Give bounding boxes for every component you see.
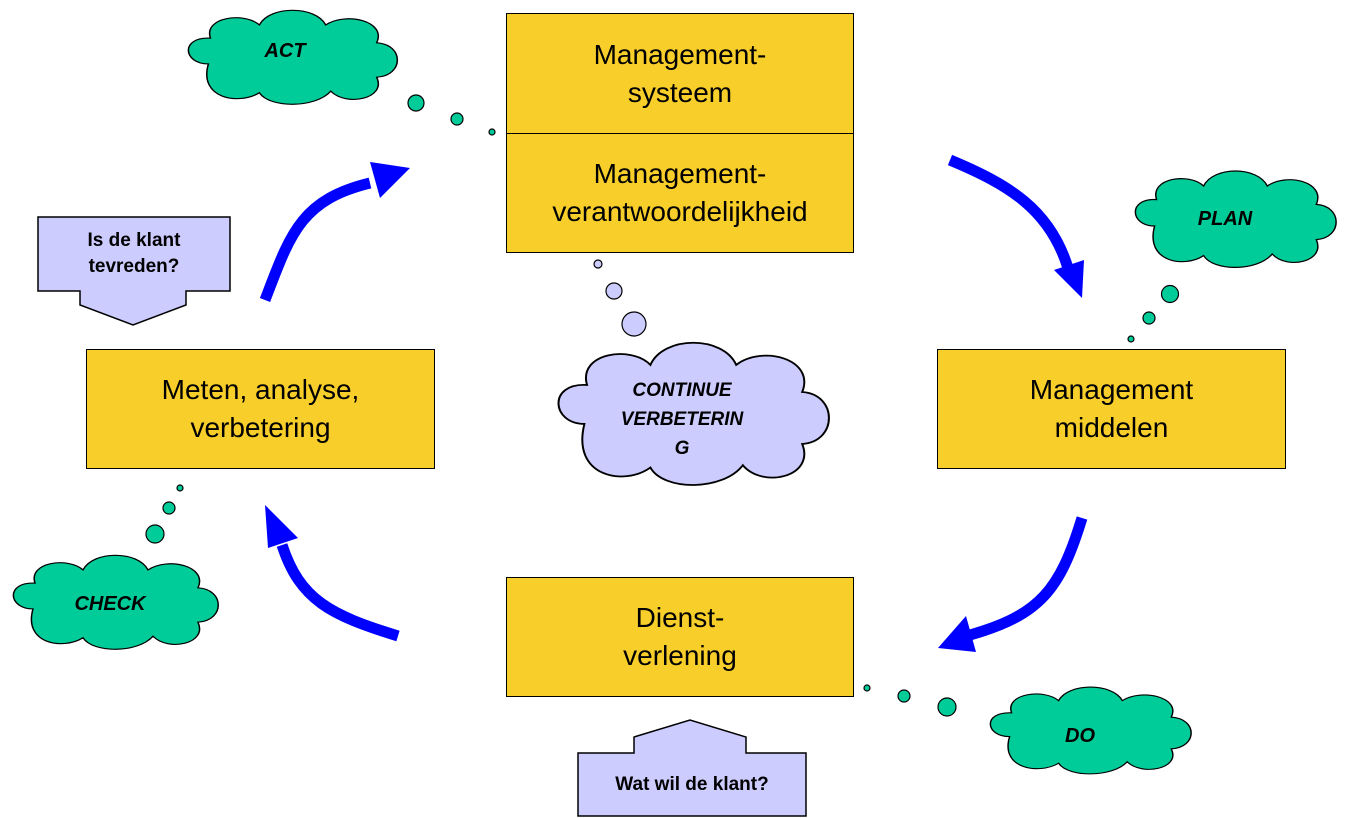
measure-analyse-improve-box: Meten, analyse, verbetering [86,349,435,469]
plan-thought-bubbles [1127,284,1180,343]
arrowhead-act-to-plan [1054,260,1084,298]
act-cloud-label: ACT [264,40,306,62]
arrow-plan-to-do [968,516,1088,641]
service-delivery-box: Dienst- verlening [506,577,854,697]
customer-wants-callout-shape [577,719,807,817]
arrowhead-plan-to-do [938,616,976,652]
management-system-label: Management- systeem [593,38,767,108]
do-thought-bubbles [863,684,957,717]
act-thought-bubbles [407,94,496,136]
do-cloud-label: DO [1065,725,1095,747]
measure-analyse-improve-label: Meten, analyse, verbetering [161,374,360,443]
customer-wants-text: Wat wil de klant? [580,755,804,814]
arrow-do-to-check [276,543,400,642]
management-resources-box: Management middelen [937,349,1286,469]
arrowhead-check-to-act [370,162,410,198]
service-delivery-label: Dienst- verlening [623,602,737,671]
management-system-box: Management- systeem [506,13,854,134]
management-resources-label: Management middelen [1029,374,1194,443]
plan-cloud-label: PLAN [1197,208,1253,230]
customer-wants-label: Wat wil de klant? [615,773,769,795]
customer-satisfied-label: Is de klant tevreden? [87,230,181,277]
check-thought-bubbles [145,484,184,544]
arrowhead-do-to-check [265,505,298,548]
continuous-improvement-cloud-label: CONTINUE VERBETERIN G [620,380,744,459]
check-cloud-label: CHECK [74,593,146,615]
management-responsibility-box: Management- verantwoordelijkheid [506,133,854,253]
arrow-act-to-plan [947,154,1074,270]
management-responsibility-label: Management- verantwoordelijkheid [552,158,808,227]
center-thought-bubbles [593,259,647,337]
customer-satisfied-callout-shape [37,216,231,326]
arrow-check-to-act [259,177,372,302]
customer-satisfied-text: Is de klant tevreden? [40,219,228,289]
